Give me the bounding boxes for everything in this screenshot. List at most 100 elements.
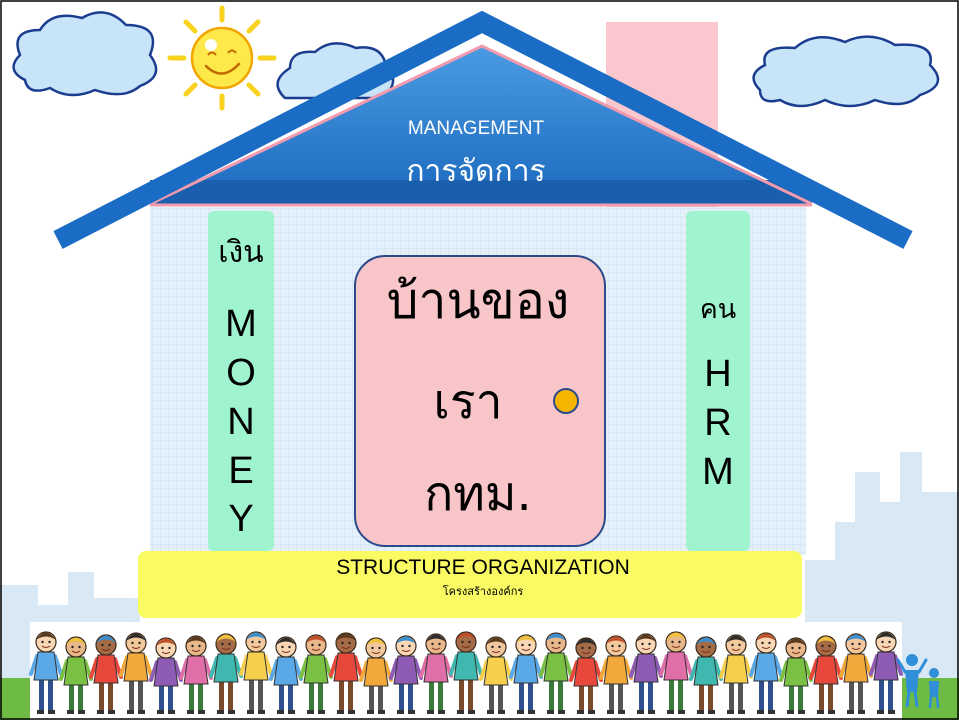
person-shoe [858,710,865,714]
person-shoe [498,710,505,714]
person-eye [678,640,681,644]
person-eye [701,645,704,649]
person-arm [53,654,63,676]
person-shoe [378,710,385,714]
person-arm [59,659,69,681]
person-figure [539,632,573,714]
person-hair [396,636,416,644]
person-eye [408,644,411,648]
person-shoe [888,710,895,714]
person-eye [78,645,81,649]
person-shoe [408,710,415,714]
person-eye [671,640,674,644]
person-arm [893,654,903,676]
person-leg [519,683,524,712]
person-shoe [168,710,175,714]
person-smile [401,649,411,652]
person-arm [569,660,579,682]
person-arm [449,654,459,676]
person-eye [191,644,194,648]
person-leg [669,680,674,712]
person-figure [239,631,273,714]
person-leg [219,682,224,712]
person-body [543,652,569,682]
family-logo-leg [935,695,940,709]
family-logo-arm [896,658,907,674]
person-eye [821,644,824,648]
person-leg [339,681,344,712]
person-arm [269,659,279,681]
person-eye [738,643,741,647]
person-hair [366,638,386,646]
person-leg [849,682,854,712]
person-arm [509,657,519,679]
person-body [123,652,149,682]
person-hair [636,634,656,642]
person-arm [779,660,789,682]
person-leg [108,683,113,712]
person-eye [528,643,531,647]
person-hair [516,635,536,643]
person-eye [581,646,584,650]
person-leg [99,683,104,712]
person-leg [369,686,374,712]
person-hair [756,633,776,641]
person-arm [353,655,363,677]
person-shoe [277,710,284,714]
person-arm [473,654,483,676]
pillar-letter: H [704,353,731,395]
person-leg [678,680,683,712]
person-shoe [348,710,355,714]
person-eye [431,642,434,646]
person-hair [876,632,896,640]
person-eye [521,643,524,647]
person-shoe [738,710,745,714]
person-eye [641,642,644,646]
person-leg [39,680,44,712]
sun-eye [207,51,217,56]
person-hair [726,635,746,643]
person-leg [729,683,734,712]
person-shoe [547,710,554,714]
person-body [723,654,749,684]
person-figure [479,636,513,714]
family-logo-body [929,681,939,697]
person-eye [101,643,104,647]
person-smile [701,650,711,653]
person-arm [329,655,339,677]
person-eye [108,643,111,647]
person-figure [59,636,93,714]
family-logo-head [906,654,918,666]
person-leg [489,685,494,712]
family-logo-body [905,670,919,692]
person-shoe [198,710,205,714]
person-leg [468,680,473,712]
skyline-building [922,492,959,685]
person-figure [179,635,213,714]
person-eye [168,646,171,650]
person-arm [263,654,273,676]
person-body [273,656,299,686]
person-figure [599,635,633,714]
person-shoe [727,710,734,714]
person-smile [161,651,171,654]
person-hair [36,632,56,640]
person-leg [399,684,404,712]
door-line: บ้านของ [387,272,570,330]
person-leg [789,686,794,712]
person-arm [539,655,549,677]
person-leg [888,680,893,712]
person-eye [138,641,141,645]
person-body [753,652,779,682]
person-leg [528,683,533,712]
person-eye [551,641,554,645]
person-smile [521,648,531,651]
person-arm [239,654,249,676]
person-hair [216,634,236,642]
person-leg [609,684,614,712]
person-leg [228,682,233,712]
cloud-right [752,35,940,108]
family-logo-leg [928,695,933,709]
sun-icon [167,5,277,111]
